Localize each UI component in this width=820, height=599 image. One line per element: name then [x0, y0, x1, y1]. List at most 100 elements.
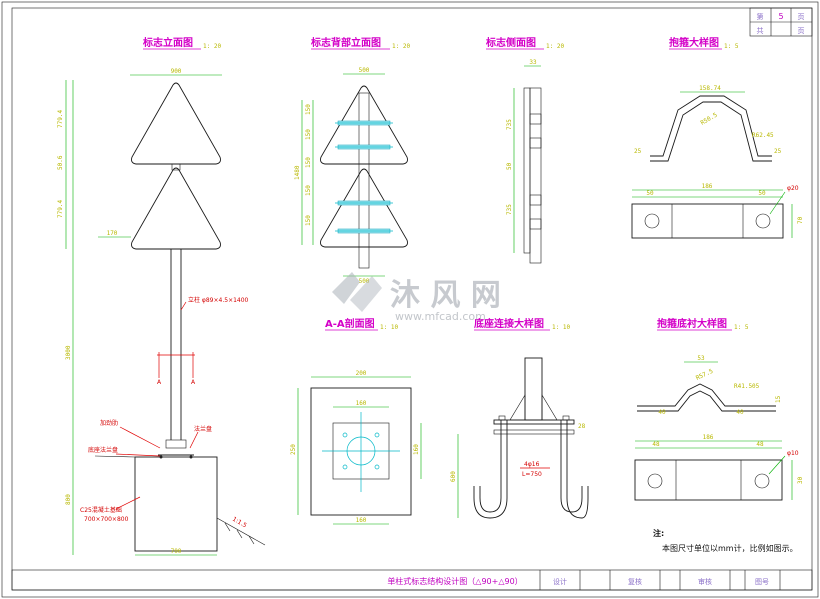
hoop-dim-w2: 50	[758, 190, 766, 197]
side-dim-d1: 735	[506, 119, 513, 130]
back-stiffener-rails	[335, 120, 393, 234]
dim-offset-text: 170	[107, 230, 118, 237]
liner-dim-width: 186	[703, 434, 714, 441]
liner-detail: 53 R57.5 R41.505 40 40 15 186 48 48 φ10 …	[634, 355, 804, 501]
side-dim-d3: 735	[506, 204, 513, 215]
stiffener	[165, 439, 187, 449]
back-dim-l4: 150	[305, 185, 312, 196]
hoop-dim-r-inner: R50.5	[700, 111, 719, 126]
liner-dim-w2: 48	[756, 441, 764, 448]
dim-post-text: 3000	[65, 345, 72, 360]
back-dim-top: 500	[359, 67, 370, 74]
liner-dim-r2: R41.505	[734, 383, 760, 390]
ground-hatch	[224, 522, 255, 545]
cut-label-left: A	[157, 379, 162, 386]
hoop-view-scale: 1: 5	[724, 43, 739, 50]
front-elevation: A A 900 779.4 50.6 779.4 3000 800 700 17…	[57, 68, 266, 556]
base-view-scale: 1: 10	[552, 324, 570, 331]
section-dim-h: 250	[290, 444, 297, 455]
hoop-dim-t2: 25	[774, 148, 782, 155]
back-post	[358, 92, 370, 269]
base-flange-plate	[493, 419, 575, 425]
hoop-view-title: 抱箍大样图	[669, 36, 719, 49]
watermark-url: www.mfcad.com	[395, 310, 486, 323]
front-view-scale: 1: 20	[203, 43, 221, 50]
sheet-label: 第	[757, 12, 764, 21]
liner-hole-right	[754, 473, 770, 489]
dim-width-base-text: 700	[171, 548, 182, 555]
note-label: 注:	[653, 528, 664, 538]
hoop-profile-outer	[650, 95, 772, 157]
number-label: 图号	[755, 578, 769, 586]
drawing-title: 单柱式标志结构设计图（△90+△90）	[387, 576, 522, 586]
section-dim-inner-h: 160	[413, 444, 420, 455]
base-view-title: 底座连接大样图	[474, 317, 544, 330]
note-pipe: 立柱 φ89×4.5×1400	[188, 296, 249, 304]
design-label: 设计	[553, 577, 567, 586]
note-text: 本图尺寸单位以mm计，比例如图示。	[662, 543, 798, 553]
note-stiffener: 加劲肋	[100, 419, 118, 427]
cut-label-right: A	[191, 379, 196, 386]
note-base-plate: 底座法兰盘	[88, 446, 118, 454]
hoop-dim-arc: 158.74	[699, 85, 721, 92]
base-bolt-spec: 4φ16	[524, 461, 540, 468]
liner-dim-t1: 40	[658, 409, 666, 416]
base-bolt-length: L=750	[522, 471, 542, 478]
liner-view-scale: 1: 5	[734, 324, 749, 331]
side-dim-top: 33	[529, 59, 537, 66]
hoop-dim-t1: 25	[634, 148, 642, 155]
hoop-dim-width: 186	[702, 183, 713, 190]
back-elevation: 500 500 1480 150 150 150 150 150	[294, 67, 408, 285]
dim-width-top-text: 900	[171, 68, 182, 75]
base-dim-depth: 600	[450, 471, 457, 482]
back-view-title: 标志背部立面图	[310, 36, 381, 49]
watermark: 沐 风 网 www.mfcad.com	[332, 272, 501, 323]
back-lower-triangle	[320, 168, 408, 248]
sheet-unit: 页	[798, 13, 805, 21]
base-connection: 4φ16 L=750 600 28	[450, 357, 589, 519]
liner-dim-t3: 15	[775, 395, 782, 403]
dim-h2-text: 779.4	[57, 200, 64, 218]
hoop-dim-w1: 50	[646, 190, 654, 197]
liner-view-title: 抱箍底衬大样图	[657, 317, 727, 330]
note-foundation-1: C25混凝土基础	[80, 506, 122, 514]
note-foundation-2: 700×700×800	[84, 516, 129, 523]
sheet-number-box: 第 5 页 共 页	[749, 7, 813, 37]
liner-dim-t2: 40	[736, 409, 744, 416]
liner-profile-inner	[637, 390, 776, 412]
side-brackets	[529, 113, 542, 230]
back-dim-l1: 150	[305, 104, 312, 115]
upper-triangle-sign	[131, 82, 221, 165]
side-panel	[523, 87, 531, 254]
drawing-notes: 注: 本图尺寸单位以mm计，比例如图示。	[653, 528, 798, 553]
title-block: 单柱式标志结构设计图（△90+△90） 设计 复核 审核 图号	[11, 569, 813, 591]
hoop-dim-hole: φ20	[787, 185, 799, 192]
watermark-logo-icon	[332, 272, 360, 304]
section-view-title: A-A剖面图	[325, 317, 375, 330]
back-view-scale: 1: 20	[392, 43, 410, 50]
side-view-title: 标志侧面图	[485, 36, 536, 49]
side-dim-d2: 50	[506, 162, 513, 170]
section-dim-bottom: 160	[356, 517, 367, 524]
sheet-no: 5	[778, 12, 783, 21]
view-titles: 标志立面图 1: 20 标志背部立面图 1: 20 标志侧面图 1: 20 抱箍…	[142, 36, 749, 331]
dim-h1-text: 779.4	[57, 110, 64, 128]
hoop-dim-height: 70	[797, 216, 804, 224]
back-dim-l5: 150	[305, 215, 312, 226]
liner-hole-left	[647, 473, 663, 489]
lower-triangle-sign	[131, 167, 221, 250]
hoop-hole-right	[755, 213, 771, 229]
section-view-scale: 1: 10	[380, 324, 398, 331]
check-label: 审核	[698, 577, 712, 586]
back-dim-l3: 150	[305, 157, 312, 168]
hoop-detail: 158.74 R50.5 R62.45 25 25 186 50 50 φ20 …	[631, 85, 804, 239]
base-dim-plate: 28	[578, 423, 586, 430]
note-flange: 法兰盘	[194, 425, 212, 433]
liner-dim-top: 53	[697, 355, 705, 362]
dim-foundation-text: 800	[65, 494, 72, 505]
back-dim-bottom: 500	[359, 278, 370, 285]
liner-dim-hole: φ10	[787, 450, 799, 457]
hoop-hole-left	[644, 213, 660, 229]
